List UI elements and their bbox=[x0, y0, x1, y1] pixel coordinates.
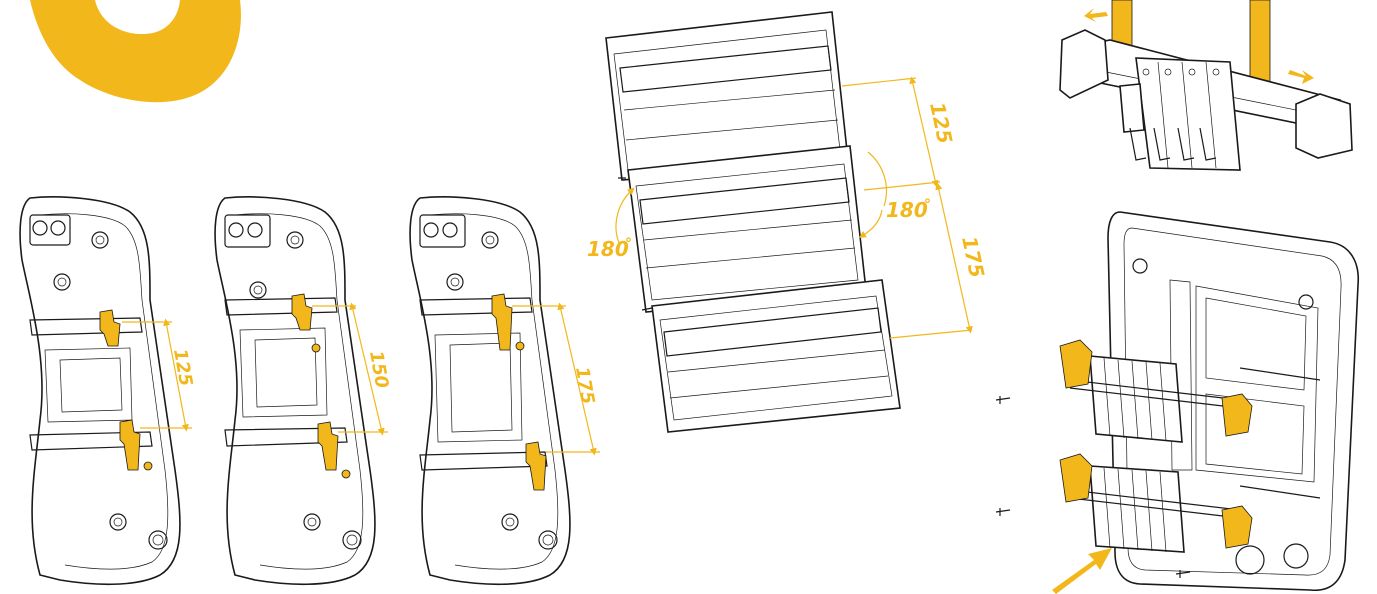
cover-spacing-upper-label: 125 bbox=[925, 100, 957, 146]
screw-icon bbox=[995, 396, 1191, 578]
breaker-rail-icon bbox=[1059, 0, 1353, 171]
rail-spacing-label-3: 175 bbox=[571, 365, 598, 406]
clip-icon bbox=[99, 309, 153, 471]
arrow-icon bbox=[1052, 548, 1112, 594]
step-number: 3 bbox=[30, 0, 241, 103]
folding-cover: 125 175 180 ° 180 ° bbox=[587, 11, 989, 433]
arrow-icon bbox=[1084, 8, 1314, 84]
clip-icon bbox=[491, 293, 547, 491]
rail-spacing-label-2: 150 bbox=[365, 349, 392, 390]
cover-spacing-lower-label: 175 bbox=[957, 234, 989, 280]
rotation-right-degree: ° bbox=[924, 197, 931, 213]
rail-spacing-label-1: 125 bbox=[169, 347, 196, 388]
clip-icon bbox=[291, 293, 351, 479]
enclosure-view-3: 175 bbox=[409, 196, 600, 586]
enclosure-view-1: 125 bbox=[19, 196, 196, 586]
enclosure-view-2: 150 bbox=[214, 196, 392, 586]
enclosure-icon bbox=[995, 211, 1359, 594]
rotation-right-label: 180 bbox=[886, 198, 928, 222]
rotation-left-degree: ° bbox=[625, 236, 632, 252]
rotation-left-label: 180 bbox=[587, 237, 629, 261]
